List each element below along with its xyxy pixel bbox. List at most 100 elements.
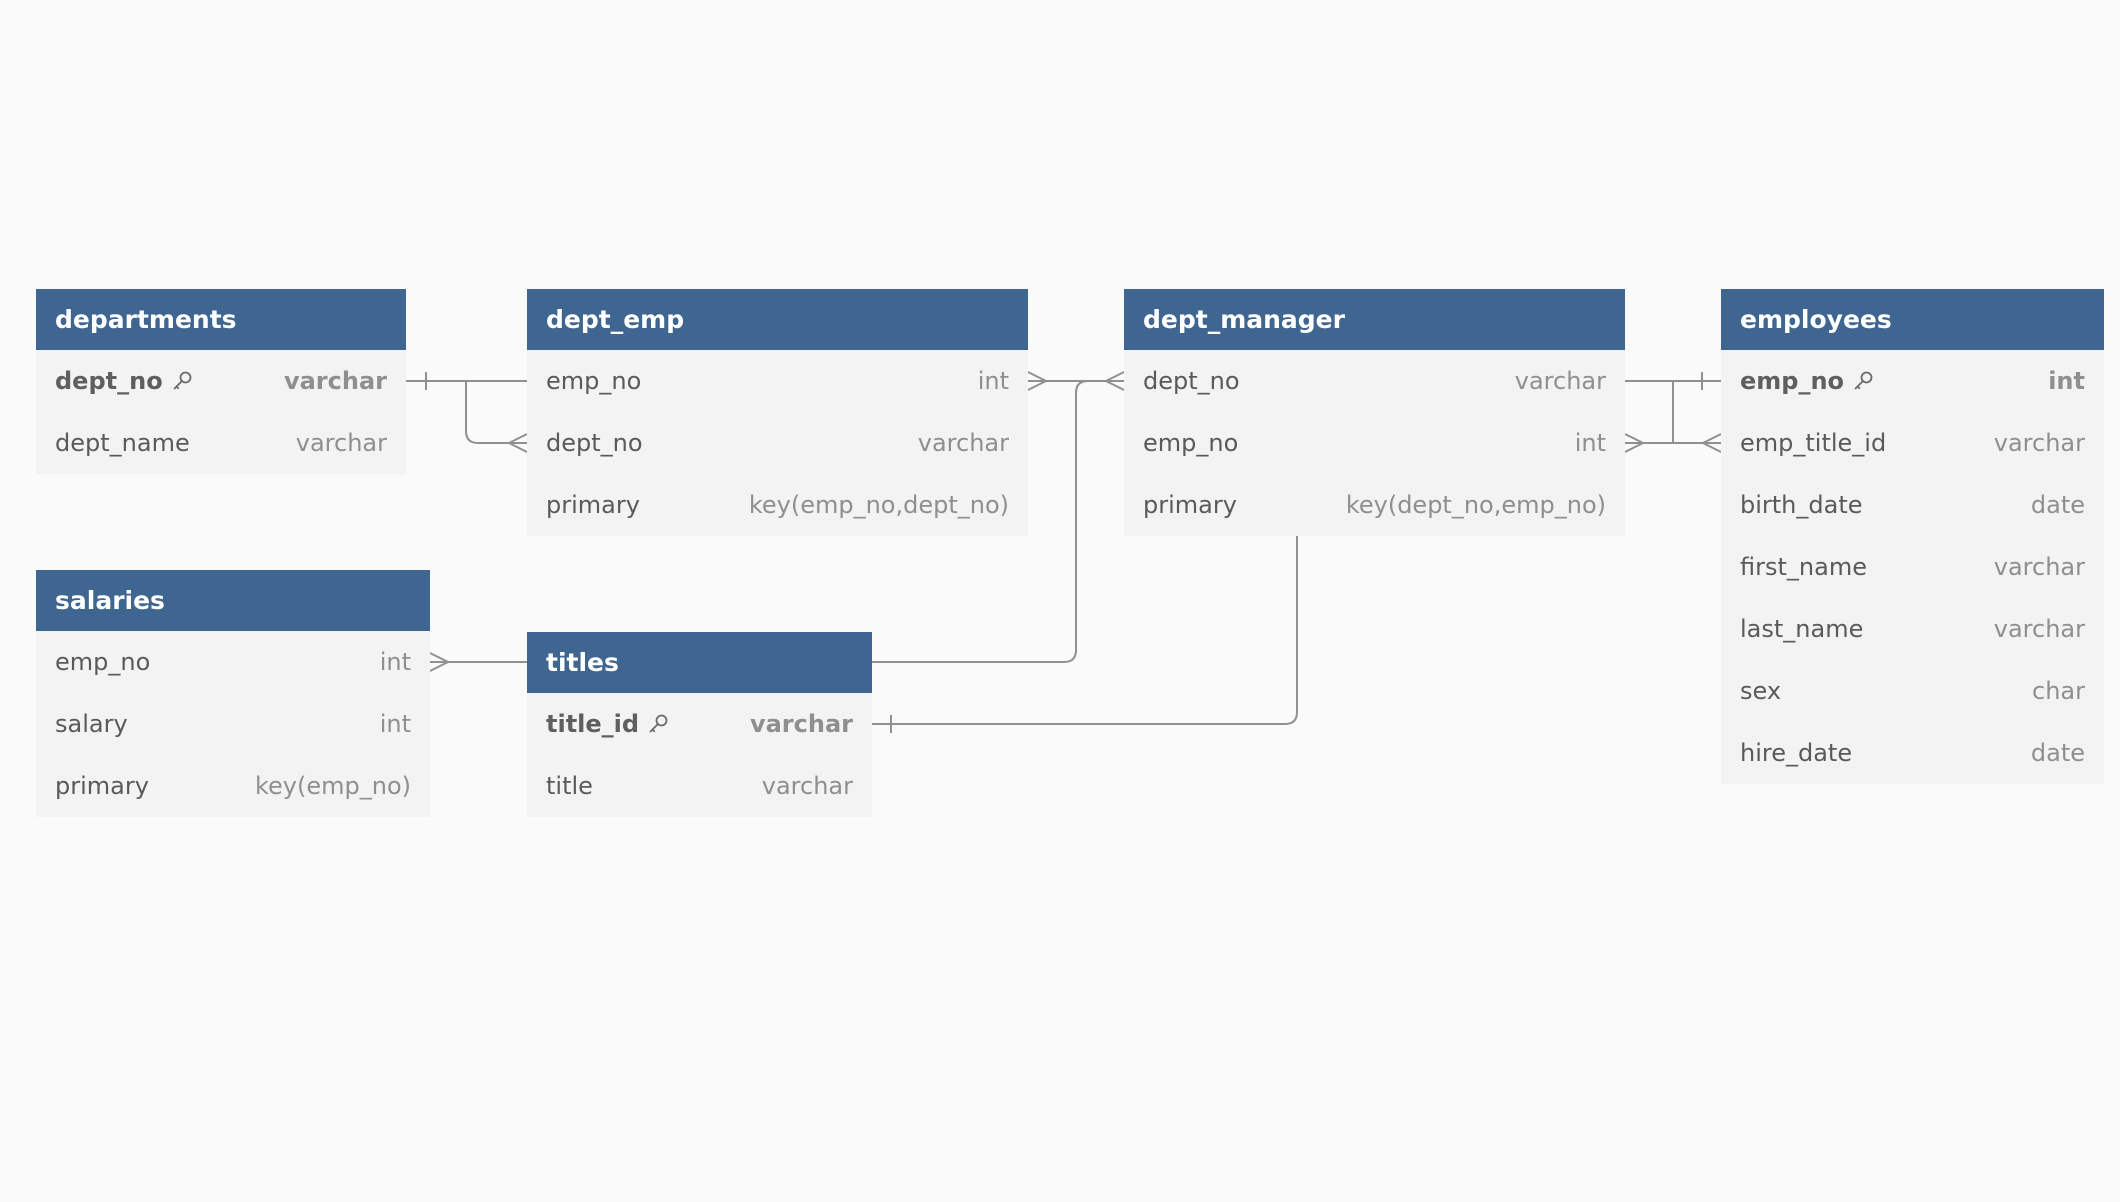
table-title-titles: titles [546, 648, 619, 677]
field-type: varchar [1993, 553, 2085, 581]
key-icon [171, 370, 193, 392]
field-row-salaries-emp-no[interactable]: emp_no int [36, 631, 430, 693]
field-row-dept-emp-primary[interactable]: primary key(emp_no,dept_no) [527, 474, 1028, 536]
connector-salaries-titles [429, 652, 527, 672]
field-name: dept_no [1143, 367, 1240, 395]
table-header-departments[interactable]: departments [36, 289, 406, 350]
field-name-text: primary [546, 491, 640, 519]
field-row-employees-first-name[interactable]: first_name varchar [1721, 536, 2104, 598]
field-name-text: birth_date [1740, 491, 1863, 519]
field-name-text: emp_no [55, 648, 151, 676]
field-row-employees-sex[interactable]: sex char [1721, 660, 2104, 722]
field-type: key(emp_no,dept_no) [748, 491, 1009, 519]
connector-departments-dept-emp [406, 372, 528, 453]
field-name: title [546, 772, 593, 800]
table-header-dept-emp[interactable]: dept_emp [527, 289, 1028, 350]
field-type: int [379, 648, 411, 676]
field-row-titles-title-id[interactable]: title_id varchar [527, 693, 872, 755]
field-name-text: first_name [1740, 553, 1867, 581]
field-row-dept-manager-emp-no[interactable]: emp_no int [1124, 412, 1625, 474]
field-type: date [2030, 739, 2085, 767]
field-name: emp_no [1740, 367, 1874, 395]
field-type: char [2032, 677, 2085, 705]
field-type: int [1574, 429, 1606, 457]
field-type: int [977, 367, 1009, 395]
field-row-salaries-salary[interactable]: salary int [36, 693, 430, 755]
field-name-text: emp_title_id [1740, 429, 1887, 457]
field-name: primary [1143, 491, 1237, 519]
field-row-dept-emp-emp-no[interactable]: emp_no int [527, 350, 1028, 412]
field-name-text: dept_no [546, 429, 643, 457]
field-name: last_name [1740, 615, 1863, 643]
field-type: varchar [761, 772, 853, 800]
table-header-employees[interactable]: employees [1721, 289, 2104, 350]
field-name: emp_no [1143, 429, 1238, 457]
field-row-dept-manager-dept-no[interactable]: dept_no varchar [1124, 350, 1625, 412]
field-name: hire_date [1740, 739, 1852, 767]
field-name: emp_title_id [1740, 429, 1886, 457]
field-type: key(dept_no,emp_no) [1345, 491, 1606, 519]
field-name: title_id [546, 710, 669, 738]
field-name-text: salary [55, 710, 128, 738]
field-name: primary [546, 491, 640, 519]
field-name: primary [55, 772, 149, 800]
connector-dept-emp-dept-manager [1027, 371, 1125, 391]
field-row-employees-emp-title-id[interactable]: emp_title_id varchar [1721, 412, 2104, 474]
field-row-employees-birth-date[interactable]: birth_date date [1721, 474, 2104, 536]
field-type: int [379, 710, 411, 738]
field-name-text: primary [55, 772, 149, 800]
field-row-salaries-primary[interactable]: primary key(emp_no) [36, 755, 430, 817]
table-title-dept-manager: dept_manager [1143, 305, 1345, 334]
field-row-titles-title[interactable]: title varchar [527, 755, 872, 817]
table-header-titles[interactable]: titles [527, 632, 872, 693]
field-name: sex [1740, 677, 1781, 705]
field-name: dept_no [546, 429, 643, 457]
field-row-departments-dept-name[interactable]: dept_name varchar [36, 412, 406, 474]
table-title-salaries: salaries [55, 586, 165, 615]
field-name-text: primary [1143, 491, 1237, 519]
key-icon [1852, 370, 1874, 392]
field-name-text: dept_no [55, 367, 163, 395]
field-name: first_name [1740, 553, 1867, 581]
table-dept-manager[interactable]: dept_manager dept_no varchar emp_no int prima… [1124, 289, 1625, 536]
field-name-text: last_name [1740, 615, 1864, 643]
field-name-text: emp_no [546, 367, 642, 395]
field-type: varchar [749, 710, 853, 738]
field-type: varchar [295, 429, 387, 457]
field-name: salary [55, 710, 128, 738]
field-name-text: emp_no [1143, 429, 1239, 457]
field-type: int [2048, 367, 2085, 395]
field-row-departments-dept-no[interactable]: dept_no varchar [36, 350, 406, 412]
field-name-text: title [546, 772, 593, 800]
field-name: birth_date [1740, 491, 1863, 519]
table-title-dept-emp: dept_emp [546, 305, 685, 334]
field-type: key(emp_no) [254, 772, 411, 800]
field-name-text: dept_name [55, 429, 190, 457]
field-type: varchar [1993, 429, 2085, 457]
field-type: varchar [1514, 367, 1606, 395]
field-name-text: hire_date [1740, 739, 1853, 767]
table-title-departments: departments [55, 305, 237, 334]
field-type: varchar [283, 367, 387, 395]
table-title-employees: employees [1740, 305, 1892, 334]
field-name-text: title_id [546, 710, 640, 738]
connector-dept-manager-employees [1624, 372, 1722, 453]
field-row-employees-emp-no[interactable]: emp_no int [1721, 350, 2104, 412]
field-type: varchar [1993, 615, 2085, 643]
table-header-salaries[interactable]: salaries [36, 570, 430, 631]
field-row-employees-hire-date[interactable]: hire_date date [1721, 722, 2104, 784]
field-name: dept_name [55, 429, 190, 457]
field-name-text: dept_no [1143, 367, 1240, 395]
field-row-employees-last-name[interactable]: last_name varchar [1721, 598, 2104, 660]
field-row-dept-manager-primary[interactable]: primary key(dept_no,emp_no) [1124, 474, 1625, 536]
field-name-text: emp_no [1740, 367, 1845, 395]
table-header-dept-manager[interactable]: dept_manager [1124, 289, 1625, 350]
field-type: date [2030, 491, 2085, 519]
